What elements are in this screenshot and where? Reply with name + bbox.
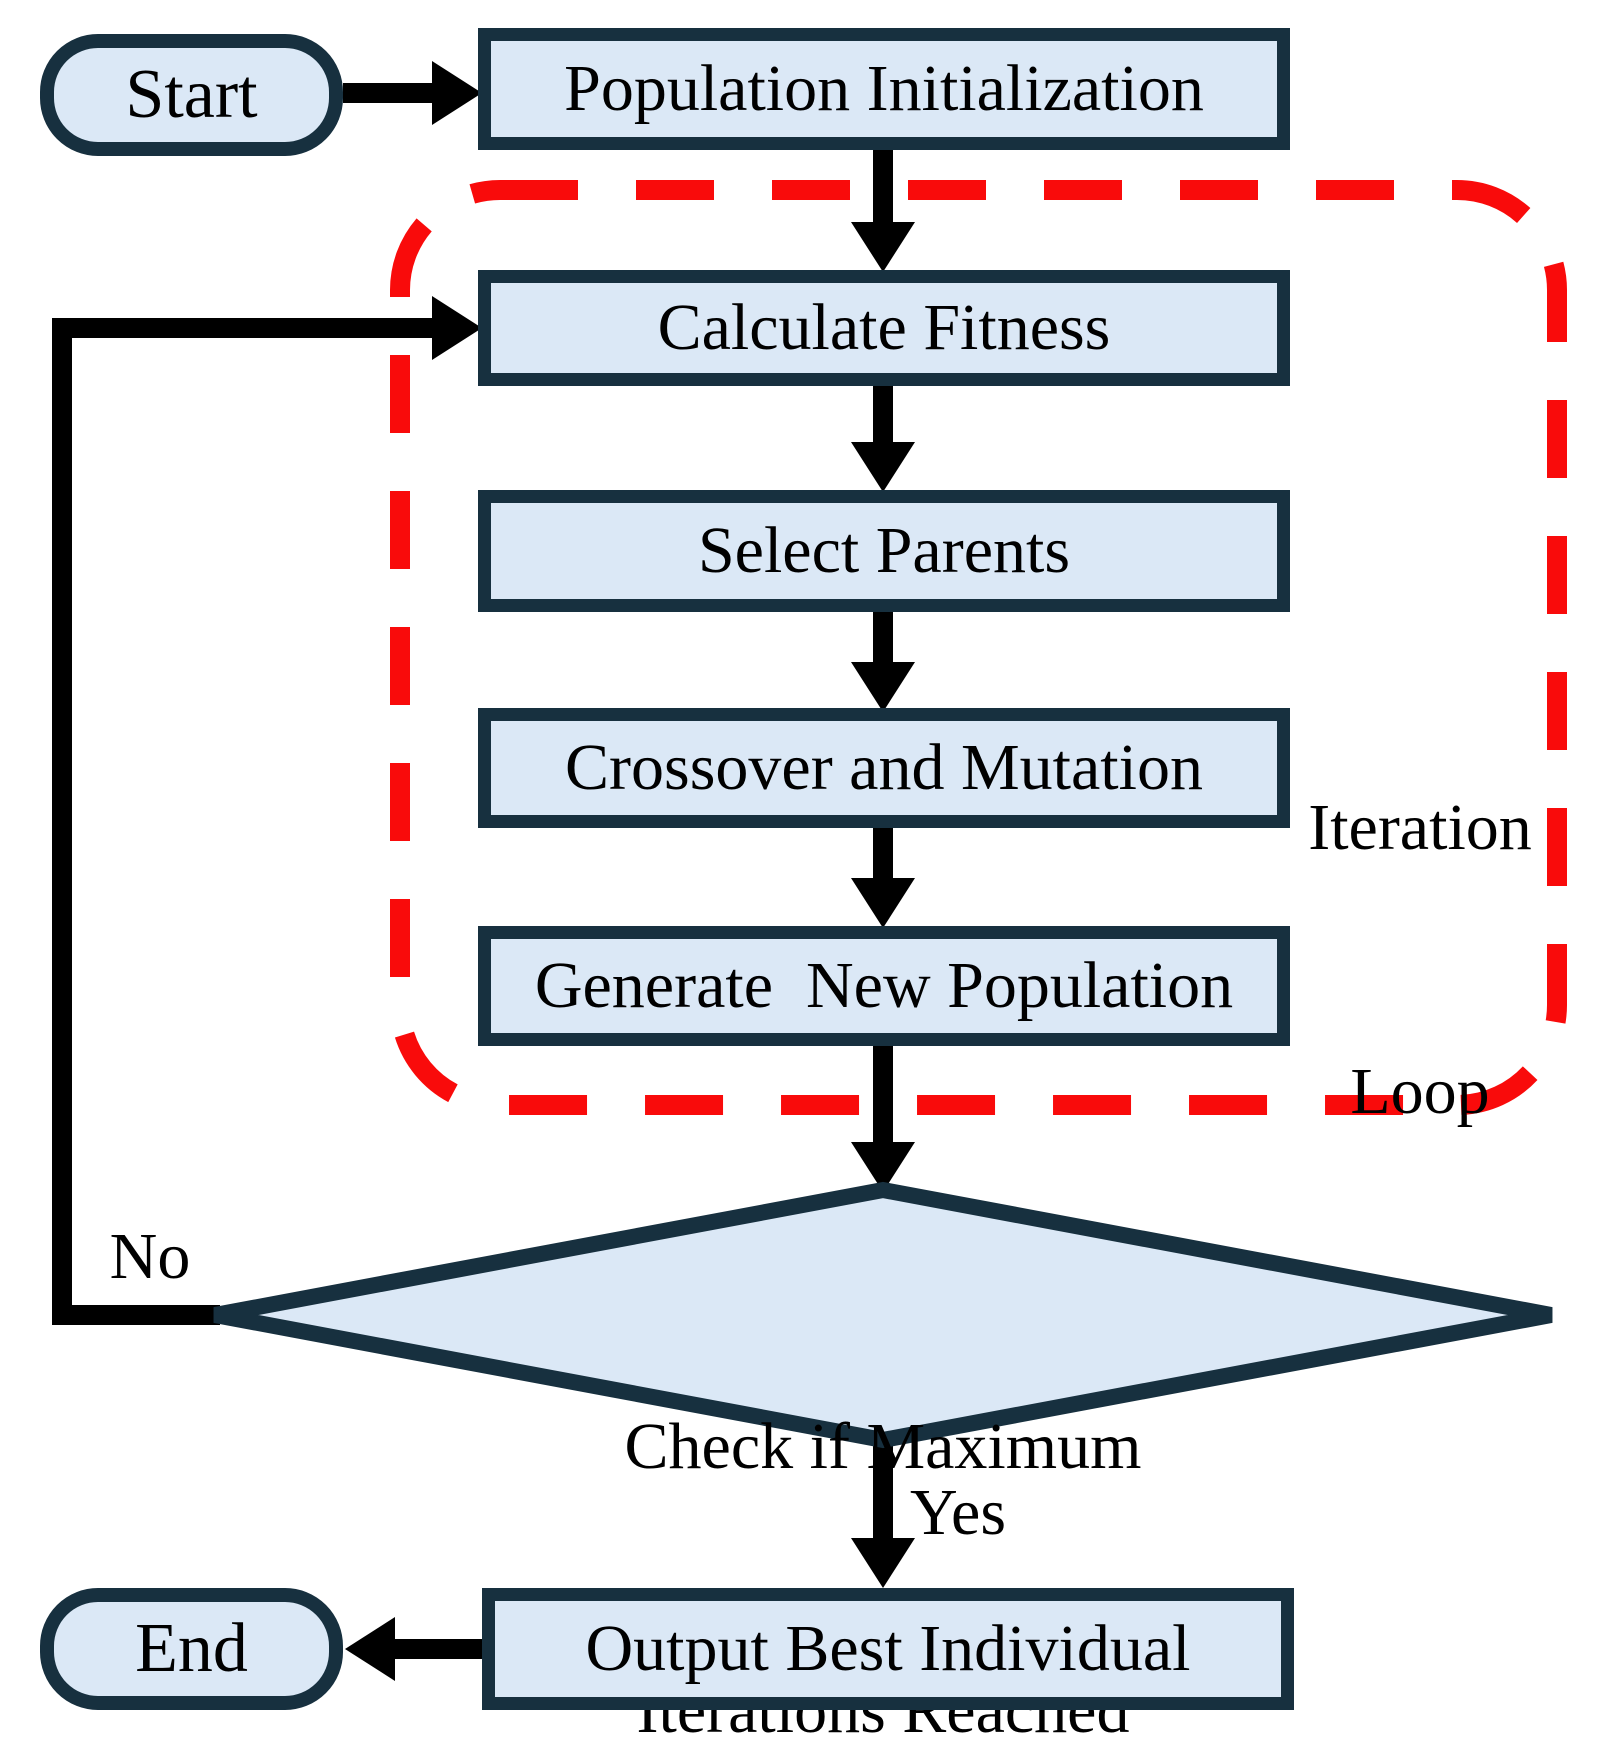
- iteration-loop-label-line1: Iteration: [1308, 791, 1532, 864]
- arrowhead-into-population-initialization: [432, 61, 482, 125]
- edge-label-yes: Yes: [910, 1476, 1007, 1549]
- node-crossover-and-mutation-label: Crossover and Mutation: [565, 731, 1203, 804]
- decision-label-line1: Check if Maximum: [624, 1410, 1142, 1483]
- node-start: Start: [40, 34, 343, 156]
- node-select-parents: Select Parents: [478, 490, 1290, 612]
- arrowhead-into-generate: [851, 878, 915, 928]
- node-end-label: End: [135, 1610, 248, 1687]
- iteration-loop-label: Iteration Loop: [1295, 608, 1545, 1312]
- node-check-max-iterations-label: Check if Maximum Iterations Reached: [553, 1227, 1213, 1744]
- node-calculate-fitness: Calculate Fitness: [478, 270, 1290, 386]
- arrowhead-into-decision: [851, 1142, 915, 1192]
- node-population-initialization: Population Initialization: [478, 28, 1290, 150]
- arrowhead-into-crossover: [851, 662, 915, 712]
- node-output-best-individual-label: Output Best Individual: [585, 1612, 1191, 1685]
- edge-label-no: No: [109, 1220, 191, 1293]
- node-calculate-fitness-label: Calculate Fitness: [657, 291, 1111, 364]
- iteration-loop-dashed-border: [390, 180, 1567, 1115]
- node-crossover-and-mutation: Crossover and Mutation: [478, 708, 1290, 828]
- node-start-label: Start: [125, 56, 258, 133]
- decision-diamond-shape: [213, 1181, 1553, 1449]
- arrowhead-into-calculate-fitness: [851, 222, 915, 272]
- node-population-initialization-label: Population Initialization: [564, 52, 1204, 125]
- arrowhead-into-output: [851, 1538, 915, 1588]
- node-output-best-individual: Output Best Individual: [482, 1588, 1294, 1710]
- node-select-parents-label: Select Parents: [697, 514, 1071, 587]
- node-generate-new-population: Generate New Population: [478, 926, 1290, 1046]
- node-generate-new-population-label: Generate New Population: [534, 949, 1234, 1022]
- arrowhead-into-end: [345, 1617, 395, 1681]
- iteration-loop-label-line2: Loop: [1350, 1055, 1490, 1128]
- arrowhead-into-select-parents: [851, 442, 915, 492]
- arrowhead-no-loop-into-calculate-fitness: [432, 296, 482, 360]
- node-end: End: [40, 1588, 343, 1710]
- edge-decision-no-loop-back: [52, 318, 436, 1325]
